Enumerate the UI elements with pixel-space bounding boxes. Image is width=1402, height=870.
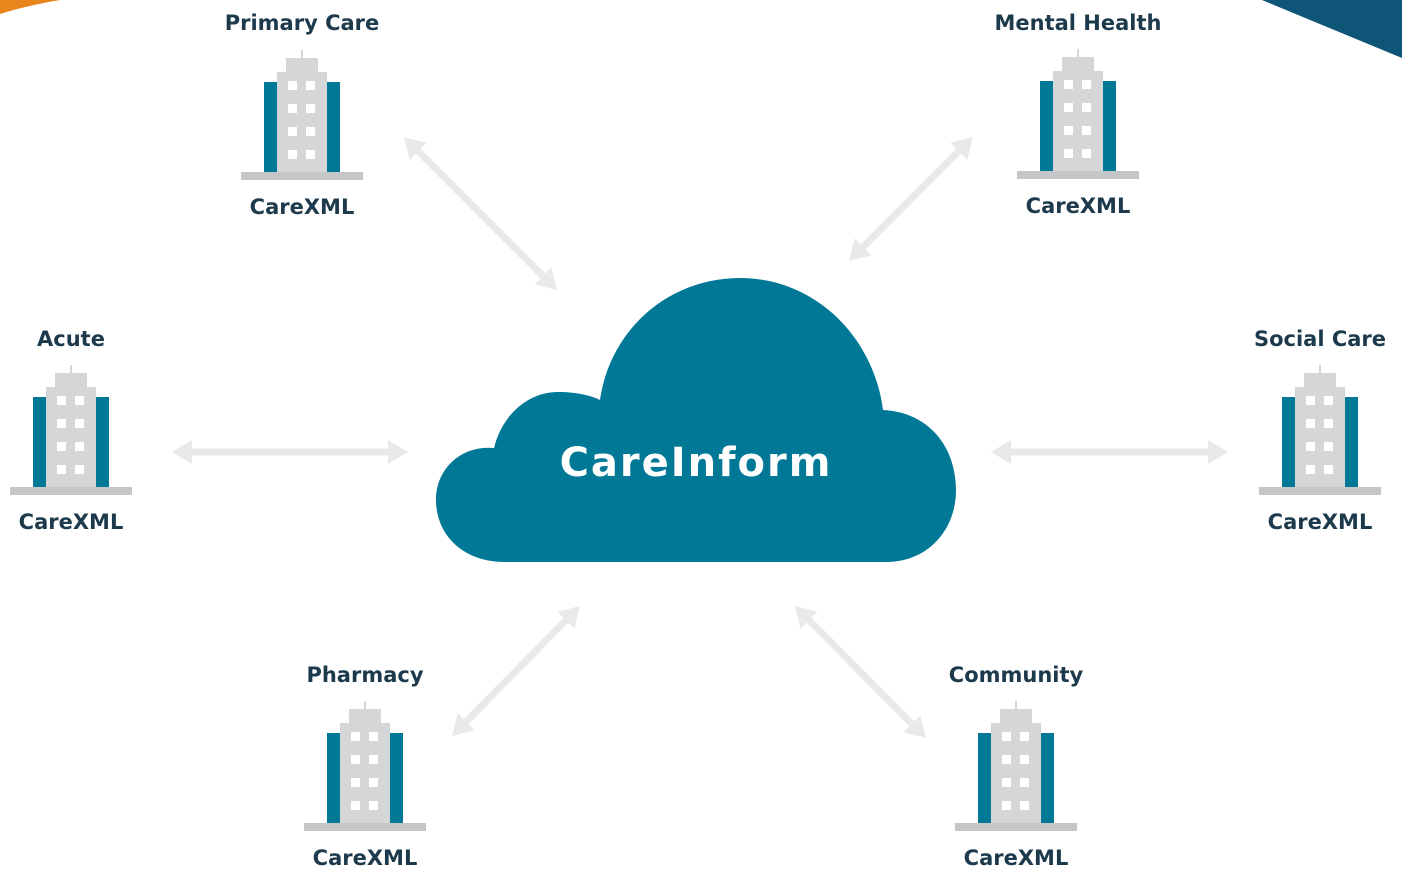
- bidirectional-arrow: [991, 440, 1228, 464]
- node-title-community: Community: [948, 663, 1084, 687]
- bidirectional-arrow: [849, 137, 973, 261]
- node-system-acute: CareXML: [18, 510, 124, 534]
- node-system-social-care: CareXML: [1267, 510, 1373, 534]
- corner-decoration-orange: [0, 0, 60, 14]
- building-icon: [304, 701, 426, 831]
- bidirectional-arrow: [404, 137, 557, 290]
- careinform-label: CareInform: [559, 440, 833, 486]
- careinform-cloud: [436, 278, 956, 562]
- node-title-social-care: Social Care: [1253, 327, 1387, 351]
- node-system-pharmacy: CareXML: [312, 846, 418, 870]
- building-icon: [1259, 365, 1381, 495]
- building-icon: [1017, 49, 1139, 179]
- node-title-acute: Acute: [37, 327, 105, 351]
- node-system-community: CareXML: [963, 846, 1069, 870]
- bidirectional-arrow: [795, 606, 926, 738]
- bidirectional-arrow: [452, 606, 580, 736]
- node-system-mental-health: CareXML: [1025, 194, 1131, 218]
- buildings-layer: [10, 49, 1381, 831]
- node-title-pharmacy: Pharmacy: [306, 663, 424, 687]
- building-icon: [10, 365, 132, 495]
- building-icon: [241, 50, 363, 180]
- corner-decoration-blue: [1262, 0, 1402, 58]
- connectors: [172, 137, 1228, 738]
- node-title-primary-care: Primary Care: [224, 11, 380, 35]
- node-system-primary-care: CareXML: [249, 195, 355, 219]
- building-icon: [955, 701, 1077, 831]
- node-title-mental-health: Mental Health: [994, 11, 1162, 35]
- bidirectional-arrow: [172, 440, 408, 464]
